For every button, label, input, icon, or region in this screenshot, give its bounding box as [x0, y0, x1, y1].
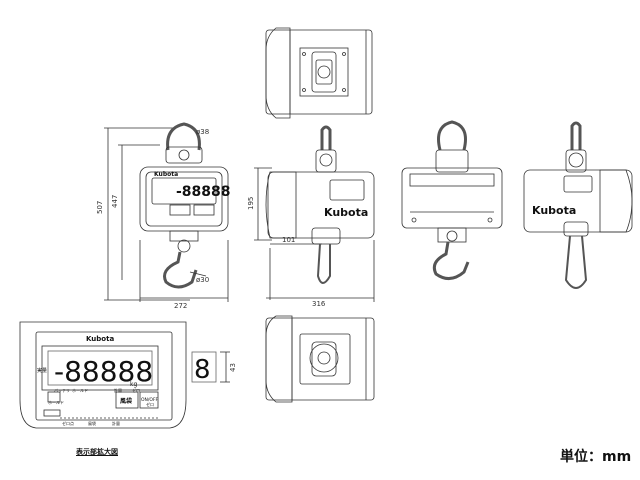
unit-note: 単位：mm	[560, 449, 632, 465]
dim-front-width: 272	[174, 302, 187, 310]
brand-text-front: Kubota	[154, 171, 178, 178]
closeup-zero-button: ゼロ	[146, 401, 154, 407]
dim-side-height: 195	[247, 197, 255, 210]
closeup-digits: -88888	[54, 355, 153, 388]
closeup-right-label-1: ゼロ	[132, 387, 140, 393]
front-view	[104, 122, 229, 302]
closeup-unit: kg	[130, 381, 137, 388]
display-closeup	[19, 321, 230, 429]
closeup-small-button: ホールド	[48, 400, 64, 405]
dim-side-width: 316	[312, 300, 326, 308]
closeup-left-label-top: 実量	[37, 367, 47, 374]
brand-text-right: Kubota	[532, 204, 576, 217]
dim-hook-upper: ø38	[196, 128, 209, 136]
closeup-right-label-0: 計量	[114, 387, 122, 393]
closeup-brand: Kubota	[86, 335, 114, 343]
rear-view	[401, 120, 503, 280]
bottom-view	[265, 315, 375, 403]
closeup-single-digit: 8	[194, 355, 211, 385]
dim-body-height: 447	[111, 195, 119, 208]
side-view: Kubota	[254, 125, 375, 302]
closeup-caption: 表示部拡大図	[76, 448, 118, 456]
closeup-left-label-1: ホールド	[72, 388, 88, 393]
closeup-bottom-label-2: 計量	[112, 420, 120, 426]
closeup-tare-button: 風袋	[120, 397, 133, 405]
dim-total-height: 507	[96, 201, 104, 214]
dim-digit-height: 43	[229, 363, 237, 372]
front-display-digits: -88888	[176, 184, 231, 200]
closeup-left-label-0: バッテリ	[54, 387, 70, 393]
closeup-onoff-button: ON/OFF	[141, 397, 159, 403]
right-side-view: Kubota	[523, 121, 633, 289]
dim-side-offset: 101	[282, 236, 295, 244]
closeup-bottom-label-0: ゼロ点	[62, 420, 74, 426]
brand-text-side: Kubota	[324, 206, 368, 219]
dim-hook-lower: ø30	[196, 276, 209, 284]
top-view	[265, 27, 373, 119]
closeup-bottom-label-1: 風袋	[88, 420, 96, 426]
